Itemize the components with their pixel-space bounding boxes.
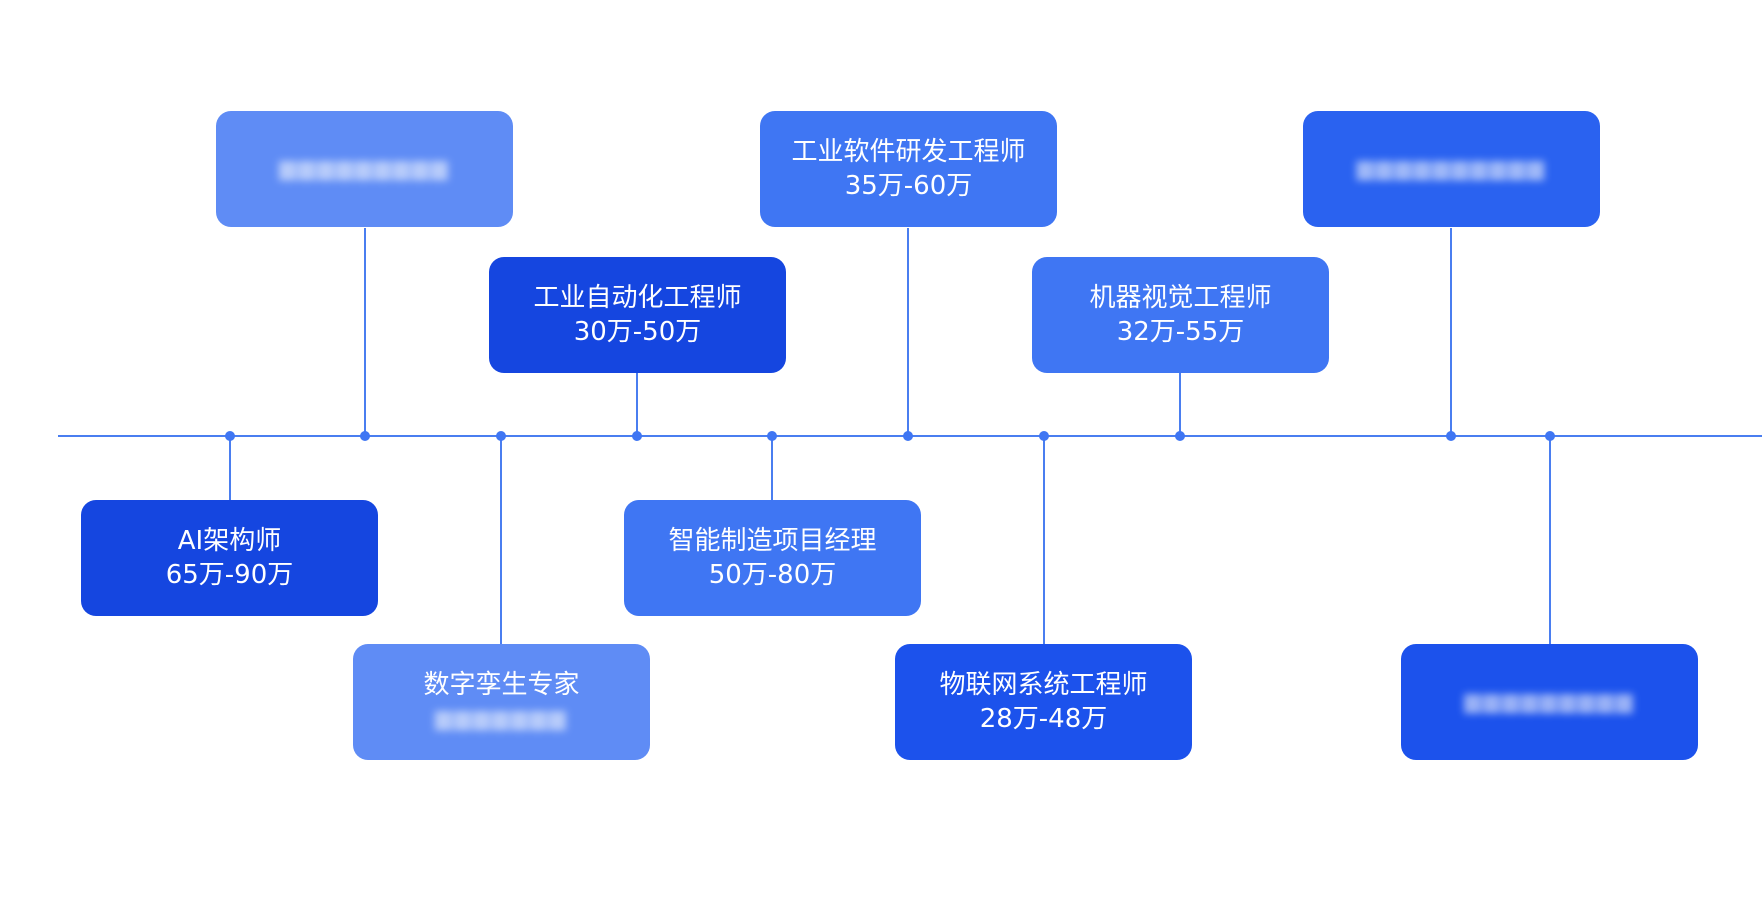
job-card-smart-manufacturing-pm: 智能制造项目经理 50万-80万 (624, 500, 921, 616)
timeline-node-5 (767, 431, 777, 441)
timeline-node-4 (632, 431, 642, 441)
job-card-industrial-automation: 工业自动化工程师 30万-50万 (489, 257, 786, 373)
job-title: 智能制造项目经理 (668, 526, 877, 556)
timeline-node-3 (496, 431, 506, 441)
job-card-ai-architect: AI架构师 65万-90万 (81, 500, 378, 616)
blurred-text: ▆▆▆▆▆▆▆▆▆ (279, 156, 450, 181)
job-title: 工业软件研发工程师 (791, 137, 1026, 167)
job-card-industrial-software: 工业软件研发工程师 35万-60万 (760, 111, 1057, 227)
job-salary: 65万-90万 (165, 560, 294, 590)
blurred-text: ▆▆▆▆▆▆▆▆▆▆ (1356, 156, 1547, 181)
job-card-digital-twin: 数字孪生专家 ▆▆▆▆▆▆▆ (353, 644, 650, 760)
job-title: 数字孪生专家 (423, 670, 580, 700)
timeline-node-2 (360, 431, 370, 441)
job-card-blurred-2: ▆▆▆▆▆▆▆▆▆▆ (1303, 111, 1600, 227)
job-card-machine-vision: 机器视觉工程师 32万-55万 (1032, 257, 1329, 373)
job-title: AI架构师 (177, 526, 282, 556)
job-card-blurred-1: ▆▆▆▆▆▆▆▆▆ (216, 111, 513, 227)
job-salary: 28万-48万 (979, 704, 1108, 734)
timeline-node-1 (225, 431, 235, 441)
job-card-iot-systems: 物联网系统工程师 28万-48万 (895, 644, 1192, 760)
blurred-text: ▆▆▆▆▆▆▆ (435, 706, 568, 731)
blurred-text: ▆▆▆▆▆▆▆▆▆ (1464, 689, 1635, 714)
job-title: 工业自动化工程师 (533, 283, 742, 313)
timeline-node-10 (1545, 431, 1555, 441)
job-salary: 50万-80万 (708, 560, 837, 590)
timeline-node-8 (1175, 431, 1185, 441)
job-salary: 30万-50万 (573, 317, 702, 347)
timeline-node-6 (903, 431, 913, 441)
job-title: 机器视觉工程师 (1089, 283, 1272, 313)
job-salary: 32万-55万 (1116, 317, 1245, 347)
timeline-node-7 (1039, 431, 1049, 441)
job-title: 物联网系统工程师 (939, 670, 1148, 700)
timeline-node-9 (1446, 431, 1456, 441)
job-card-blurred-3: ▆▆▆▆▆▆▆▆▆ (1401, 644, 1698, 760)
job-salary: 35万-60万 (844, 171, 973, 201)
